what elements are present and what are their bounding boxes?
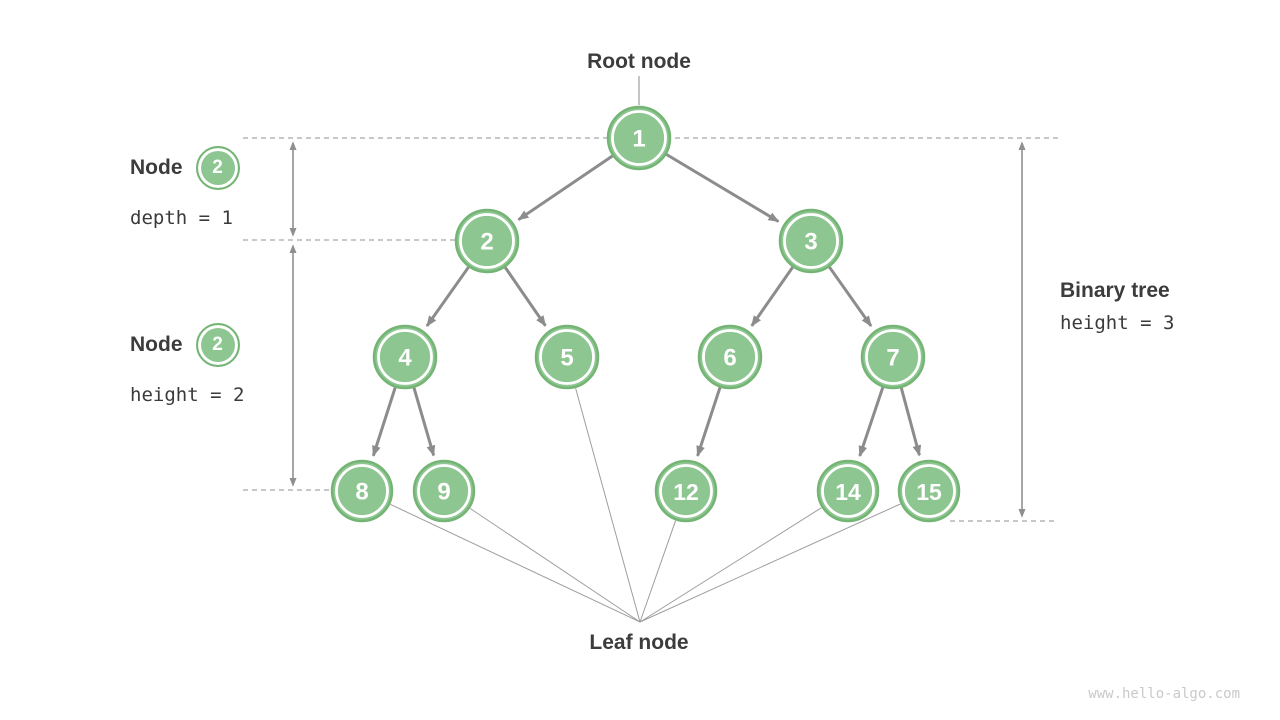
tree-node-inner-ring-2 bbox=[459, 213, 515, 269]
tree-node-value-12: 12 bbox=[673, 479, 699, 505]
tree-node-circle-14 bbox=[816, 459, 880, 523]
tree-node-value-2: 2 bbox=[480, 229, 493, 256]
tree-edge-3-6 bbox=[750, 263, 796, 327]
tree-node-4: 4 bbox=[372, 324, 438, 390]
leaf-pointer-line-5 bbox=[575, 388, 641, 623]
watermark-url: www.hello-algo.com bbox=[1088, 686, 1240, 702]
tree-node-inner-ring-9 bbox=[417, 464, 471, 518]
tree-node-5: 5 bbox=[534, 324, 600, 390]
tree-node-value-6: 6 bbox=[723, 345, 736, 372]
tree-node-circle-5 bbox=[534, 324, 600, 390]
tree-node-8: 8 bbox=[330, 459, 394, 523]
tree-node-circle-6 bbox=[697, 324, 763, 390]
tree-node-6: 6 bbox=[697, 324, 763, 390]
node-depth-annotation: Node 2 depth = 1 bbox=[130, 146, 240, 229]
tree-node-circle-2 bbox=[454, 208, 520, 274]
tree-node-12: 12 bbox=[654, 459, 718, 523]
tree-node-inner-ring-14 bbox=[821, 464, 875, 518]
tree-node-value-1: 1 bbox=[632, 126, 645, 153]
tree-node-circle-15 bbox=[897, 459, 961, 523]
tree-node-inner-ring-15 bbox=[902, 464, 956, 518]
node-depth-title: Node bbox=[130, 156, 183, 179]
tree-edge-3-7 bbox=[826, 263, 873, 327]
tree-node-inner-ring-7 bbox=[865, 329, 921, 385]
node-badge-height: 2 bbox=[195, 323, 240, 367]
node-height-title: Node bbox=[130, 333, 183, 356]
tree-node-value-14: 14 bbox=[835, 479, 861, 505]
tree-edge-7-14 bbox=[858, 384, 886, 457]
leaf-pointer-line-14 bbox=[639, 507, 822, 623]
leaf-node-label: Leaf node bbox=[589, 631, 689, 654]
node-depth-value: depth = 1 bbox=[130, 207, 233, 229]
tree-node-value-3: 3 bbox=[804, 229, 817, 256]
tree-edge-4-8 bbox=[371, 384, 398, 457]
tree-edge-6-12 bbox=[696, 384, 723, 457]
node-height-annotation-row: Node 2 bbox=[130, 323, 244, 367]
tree-node-inner-ring-12 bbox=[659, 464, 713, 518]
tree-node-value-9: 9 bbox=[437, 479, 450, 506]
tree-node-value-15: 15 bbox=[916, 479, 942, 505]
tree-node-inner-ring-3 bbox=[783, 213, 839, 269]
tree-edge-4-9 bbox=[411, 384, 436, 457]
tree-edge-7-15 bbox=[899, 384, 922, 457]
leaf-pointer-line-8 bbox=[390, 503, 641, 623]
tree-edge-2-5 bbox=[502, 264, 547, 327]
tree-node-14: 14 bbox=[816, 459, 880, 523]
tree-node-inner-ring-6 bbox=[702, 329, 758, 385]
tree-node-inner-ring-5 bbox=[539, 329, 595, 385]
node-depth-annotation-row: Node 2 bbox=[130, 146, 240, 190]
tree-node-value-5: 5 bbox=[560, 345, 573, 372]
node-height-value: height = 2 bbox=[130, 384, 245, 406]
node-badge-depth: 2 bbox=[195, 146, 240, 190]
tree-node-15: 15 bbox=[897, 459, 961, 523]
tree-node-circle-4 bbox=[372, 324, 438, 390]
tree-node-value-7: 7 bbox=[886, 345, 899, 372]
leaf-pointer-line-12 bbox=[639, 520, 677, 623]
node-height-annotation: Node 2 height = 2 bbox=[130, 323, 244, 406]
tree-node-circle-3 bbox=[778, 208, 844, 274]
tree-node-inner-ring-4 bbox=[377, 329, 433, 385]
binary-tree-title: Binary tree bbox=[1060, 279, 1170, 302]
tree-node-circle-8 bbox=[330, 459, 394, 523]
tree-node-circle-7 bbox=[860, 324, 926, 390]
tree-edge-1-2 bbox=[517, 153, 616, 221]
tree-edge-1-3 bbox=[663, 151, 780, 223]
tree-node-inner-ring-8 bbox=[335, 464, 389, 518]
tree-node-2: 2 bbox=[454, 208, 520, 274]
tree-node-3: 3 bbox=[778, 208, 844, 274]
tree-node-9: 9 bbox=[412, 459, 476, 523]
tree-node-circle-12 bbox=[654, 459, 718, 523]
tree-node-circle-9 bbox=[412, 459, 476, 523]
binary-tree-height-annotation: Binary tree height = 3 bbox=[1060, 279, 1174, 334]
tree-node-inner-ring-1 bbox=[611, 110, 667, 166]
tree-node-value-8: 8 bbox=[355, 479, 368, 506]
tree-edge-2-4 bbox=[425, 263, 472, 327]
tree-node-value-4: 4 bbox=[398, 345, 412, 372]
binary-tree-height-value: height = 3 bbox=[1060, 312, 1175, 334]
leaf-pointer-line-9 bbox=[469, 508, 641, 623]
tree-node-7: 7 bbox=[860, 324, 926, 390]
tree-node-circle-1 bbox=[606, 105, 672, 171]
tree-node-1: 1 bbox=[606, 105, 672, 171]
root-node-label: Root node bbox=[587, 50, 691, 73]
leaf-pointer-line-15 bbox=[639, 503, 901, 623]
